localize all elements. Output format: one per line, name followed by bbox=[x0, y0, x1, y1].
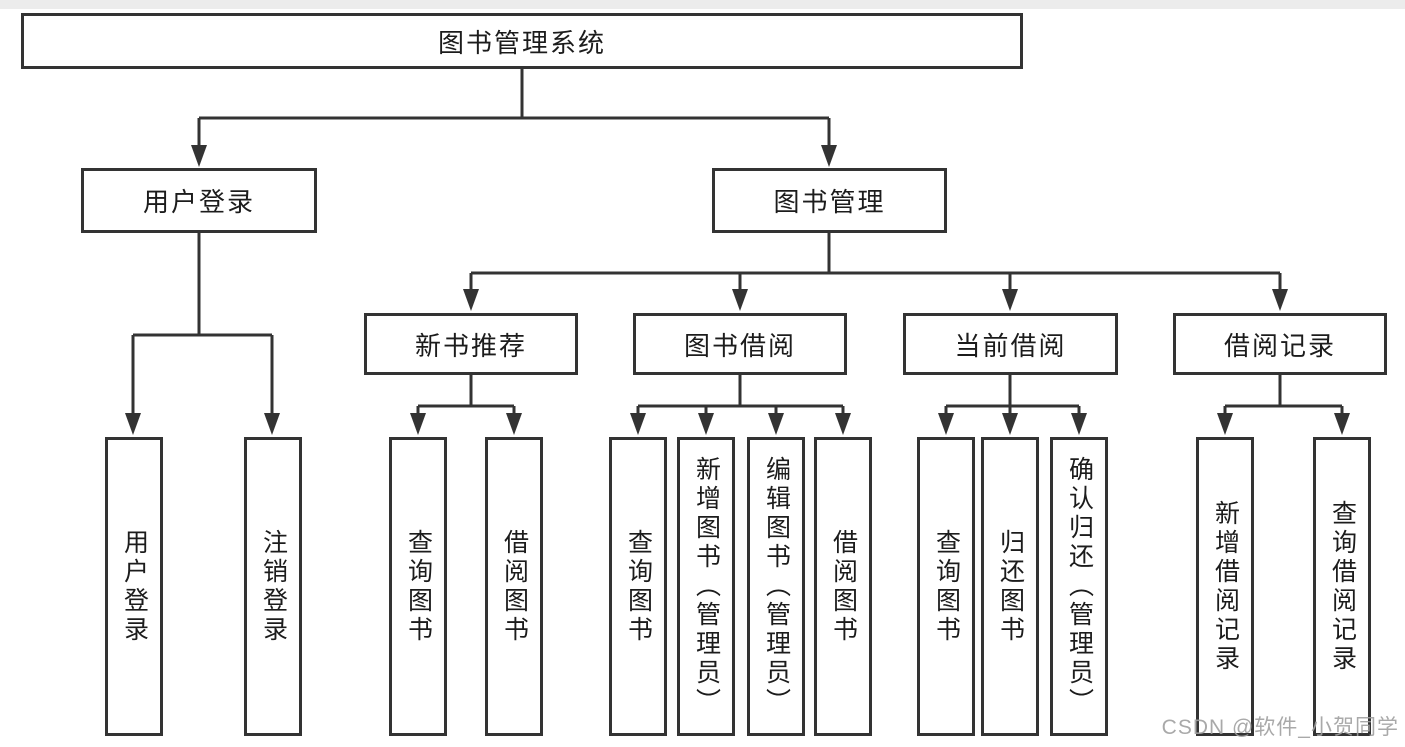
leaf-label: 查询借阅记录 bbox=[1328, 499, 1357, 674]
leaf-label: 查询图书 bbox=[624, 528, 653, 645]
top-gray-band bbox=[0, 0, 1405, 9]
leaf-query-books-borrow: 查询图书 bbox=[609, 437, 667, 736]
node-current-borrow: 当前借阅 bbox=[903, 313, 1118, 375]
connector-new-book-branch bbox=[416, 375, 516, 416]
connector-borrow-records-branch bbox=[1223, 375, 1344, 416]
leaf-query-books-recommend: 查询图书 bbox=[389, 437, 447, 736]
node-label: 借阅记录 bbox=[1223, 330, 1336, 361]
node-label: 图书管理系统 bbox=[437, 27, 606, 58]
leaf-query-books-current: 查询图书 bbox=[917, 437, 975, 736]
node-label: 图书管理 bbox=[773, 187, 886, 217]
leaf-return-book: 归还图书 bbox=[981, 437, 1039, 736]
leaf-label: 借阅图书 bbox=[829, 528, 858, 645]
leaf-borrow-books-recommend: 借阅图书 bbox=[485, 437, 543, 736]
node-label: 当前借阅 bbox=[954, 330, 1067, 361]
node-library-management-system: 图书管理系统 bbox=[21, 13, 1023, 69]
leaf-label: 编辑图书（管理员） bbox=[762, 456, 791, 717]
leaf-borrow-books: 借阅图书 bbox=[814, 437, 872, 736]
leaf-edit-book-admin: 编辑图书（管理员） bbox=[747, 437, 805, 736]
leaf-label: 新增图书（管理员） bbox=[692, 456, 721, 717]
leaf-user-login: 用户登录 bbox=[105, 437, 163, 736]
leaf-label: 用户登录 bbox=[120, 528, 149, 645]
node-book-management: 图书管理 bbox=[712, 168, 947, 233]
node-new-book-recommend: 新书推荐 bbox=[364, 313, 578, 375]
leaf-label: 确认归还（管理员） bbox=[1065, 456, 1094, 717]
leaf-label: 借阅图书 bbox=[500, 528, 529, 645]
node-borrow-records: 借阅记录 bbox=[1173, 313, 1387, 375]
watermark-text: CSDN @软件_小贺同学 bbox=[1161, 716, 1399, 739]
node-label: 用户登录 bbox=[142, 187, 255, 217]
connector-current-borrow-branch bbox=[944, 375, 1081, 416]
node-book-borrow: 图书借阅 bbox=[633, 313, 847, 375]
connector-root-branch bbox=[197, 69, 831, 148]
leaf-label: 注销登录 bbox=[259, 528, 288, 645]
node-label: 新书推荐 bbox=[414, 330, 527, 361]
arrowheads bbox=[125, 145, 1350, 435]
leaf-label: 查询图书 bbox=[932, 528, 961, 645]
node-user-login: 用户登录 bbox=[81, 168, 317, 233]
leaf-confirm-return-admin: 确认归还（管理员） bbox=[1050, 437, 1108, 736]
connector-user-login-branch bbox=[131, 233, 274, 416]
leaf-add-book-admin: 新增图书（管理员） bbox=[677, 437, 735, 736]
leaf-label: 归还图书 bbox=[996, 528, 1025, 645]
leaf-logout: 注销登录 bbox=[244, 437, 302, 736]
connector-book-management-branch bbox=[469, 233, 1282, 294]
leaf-query-borrow-record: 查询借阅记录 bbox=[1313, 437, 1371, 736]
node-label: 图书借阅 bbox=[683, 330, 796, 361]
leaf-add-borrow-record: 新增借阅记录 bbox=[1196, 437, 1254, 736]
leaf-label: 查询图书 bbox=[404, 528, 433, 645]
connector-book-borrow-branch bbox=[636, 375, 845, 416]
leaf-label: 新增借阅记录 bbox=[1211, 499, 1240, 674]
